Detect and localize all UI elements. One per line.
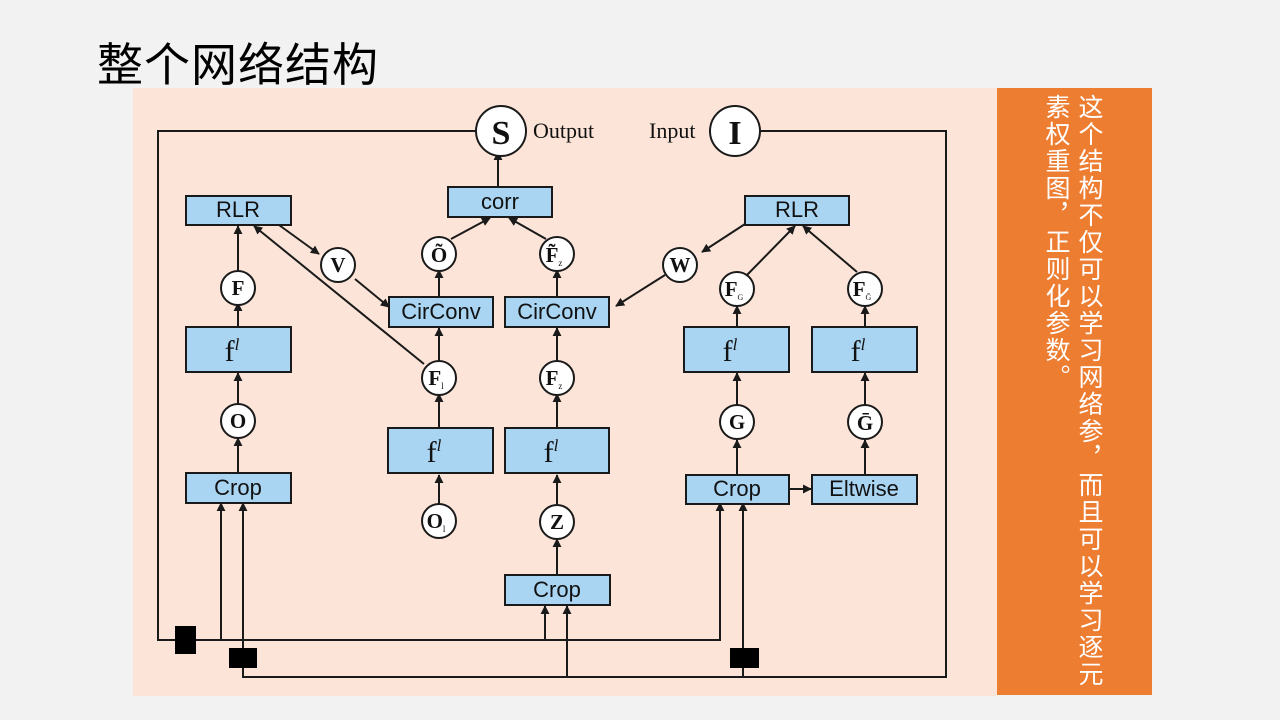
note-panel: 这个结构不仅可以学习网络参，而且可以学习逐元素权重图，正则化参数。 xyxy=(997,88,1152,695)
circonv-right-box: CirConv xyxy=(504,296,610,328)
note-text: 这个结构不仅可以学习网络参，而且可以学习逐元素权重图，正则化参数。 xyxy=(1042,94,1104,688)
svg-text:FḠ: FḠ xyxy=(853,277,872,302)
delay-block-right xyxy=(730,648,759,668)
svg-text:Crop: Crop xyxy=(713,476,761,501)
svg-text:FG: FG xyxy=(725,277,744,302)
eltwise-box: Eltwise xyxy=(811,474,918,505)
crop-right-box: Crop xyxy=(685,474,790,505)
svg-text:F̃z: F̃z xyxy=(546,243,563,268)
input-label: Input xyxy=(649,118,695,143)
delay-block-middle xyxy=(229,648,257,668)
fl-box-center-left: fl xyxy=(387,427,494,474)
svg-text:fl: fl xyxy=(723,335,738,368)
node-o: O xyxy=(220,403,256,439)
svg-text:Crop: Crop xyxy=(214,475,262,500)
svg-text:W: W xyxy=(670,253,691,277)
fl-box-left: fl xyxy=(185,326,292,373)
svg-text:I: I xyxy=(728,115,741,152)
fl-box-center-right: fl xyxy=(504,427,610,474)
svg-text:F: F xyxy=(232,276,245,300)
svg-text:fl: fl xyxy=(544,436,559,469)
rlr-left-box: RLR xyxy=(185,195,292,226)
input-node-i: I xyxy=(709,105,761,157)
svg-text:RLR: RLR xyxy=(775,197,819,222)
node-w: W xyxy=(662,247,698,283)
svg-text:CirConv: CirConv xyxy=(517,299,596,324)
node-fg: FG xyxy=(719,271,755,307)
crop-left-box: Crop xyxy=(185,472,292,504)
svg-text:fl: fl xyxy=(427,436,442,469)
slide-title: 整个网络结构 xyxy=(97,38,379,92)
svg-text:Ḡ: Ḡ xyxy=(857,411,873,435)
svg-text:Fl: Fl xyxy=(428,366,444,391)
output-label: Output xyxy=(533,118,594,143)
svg-text:Ol: Ol xyxy=(427,509,446,534)
svg-text:V: V xyxy=(330,253,345,277)
node-fg-bar: FḠ xyxy=(847,271,883,307)
node-g: G xyxy=(719,404,755,440)
svg-text:Crop: Crop xyxy=(533,577,581,602)
network-diagram-svg: S Output Input I corr RLR RLR CirConv Ci… xyxy=(157,105,947,678)
fl-box-far-right: fl xyxy=(811,326,918,373)
node-f: F xyxy=(220,270,256,306)
node-g-bar: Ḡ xyxy=(847,404,883,440)
output-node-s: S xyxy=(475,105,527,157)
node-z: Z xyxy=(539,504,575,540)
node-fl: Fl xyxy=(421,360,457,396)
svg-text:O: O xyxy=(230,409,246,433)
node-fz: Fz xyxy=(539,360,575,396)
node-ol: Ol xyxy=(421,503,457,539)
rlr-right-box: RLR xyxy=(744,195,850,226)
svg-text:CirConv: CirConv xyxy=(401,299,480,324)
svg-text:G: G xyxy=(729,410,745,434)
corr-box: corr xyxy=(447,186,553,218)
svg-text:fl: fl xyxy=(225,335,240,368)
svg-text:S: S xyxy=(492,115,511,152)
svg-text:fl: fl xyxy=(851,335,866,368)
svg-text:Fz: Fz xyxy=(546,366,563,391)
node-fz-tilde: F̃z xyxy=(539,236,575,272)
circonv-left-box: CirConv xyxy=(388,296,494,328)
crop-middle-box: Crop xyxy=(504,574,611,606)
node-v: V xyxy=(320,247,356,283)
network-diagram: S Output Input I corr RLR RLR CirConv Ci… xyxy=(133,88,997,696)
svg-text:RLR: RLR xyxy=(216,197,260,222)
delay-block-left xyxy=(175,626,196,654)
svg-text:Z: Z xyxy=(550,510,564,534)
svg-text:Õ: Õ xyxy=(431,243,447,267)
node-o-tilde: Õ xyxy=(421,236,457,272)
svg-text:Eltwise: Eltwise xyxy=(829,476,899,501)
svg-text:corr: corr xyxy=(481,189,519,214)
fl-box-right: fl xyxy=(683,326,790,373)
